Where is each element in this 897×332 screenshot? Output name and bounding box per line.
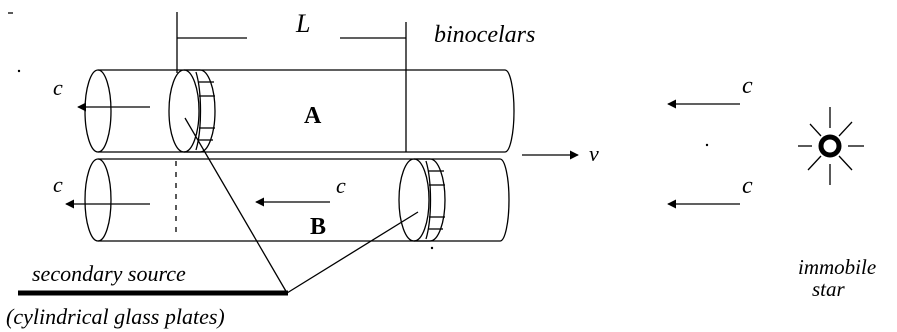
secondary-source-sublabel: (cylindrical glass plates)	[6, 304, 225, 329]
tube-a	[84, 69, 515, 153]
secondary-source-label: secondary source	[32, 261, 186, 286]
tube-a-label: A	[304, 103, 322, 129]
tube-b-label: B	[310, 214, 326, 240]
pointer-line-b	[286, 211, 419, 294]
tube-b-exit-c-label: c	[53, 172, 63, 197]
tube-b-right-end	[499, 158, 510, 242]
pointer-line-a	[184, 117, 288, 294]
star-icon	[798, 107, 864, 185]
tube-b	[84, 158, 510, 242]
tube-a-c-label: c	[53, 75, 63, 100]
tube-a-left-end	[84, 69, 112, 153]
star-label-line2: star	[812, 277, 846, 301]
tube-b-left-end	[84, 158, 112, 242]
dot-mark	[17, 69, 21, 73]
dot-mark	[705, 143, 709, 147]
tube-b-inner-c-label: c	[336, 173, 346, 198]
length-label: L	[295, 9, 310, 38]
incoming-upper-c-label: c	[742, 73, 753, 99]
incoming-lower-c-label: c	[742, 173, 753, 199]
glass-plate-a	[168, 69, 216, 153]
length-dimension: L	[176, 9, 407, 152]
secondary-source: secondary source (cylindrical glass plat…	[6, 117, 419, 329]
binoculars-label: binocelars	[434, 22, 535, 48]
glass-plate-b	[398, 158, 446, 242]
tube-a-right-end	[504, 69, 515, 153]
dot-mark	[430, 246, 434, 250]
star-label-line1: immobile	[798, 255, 876, 279]
velocity-label: v	[589, 141, 599, 166]
